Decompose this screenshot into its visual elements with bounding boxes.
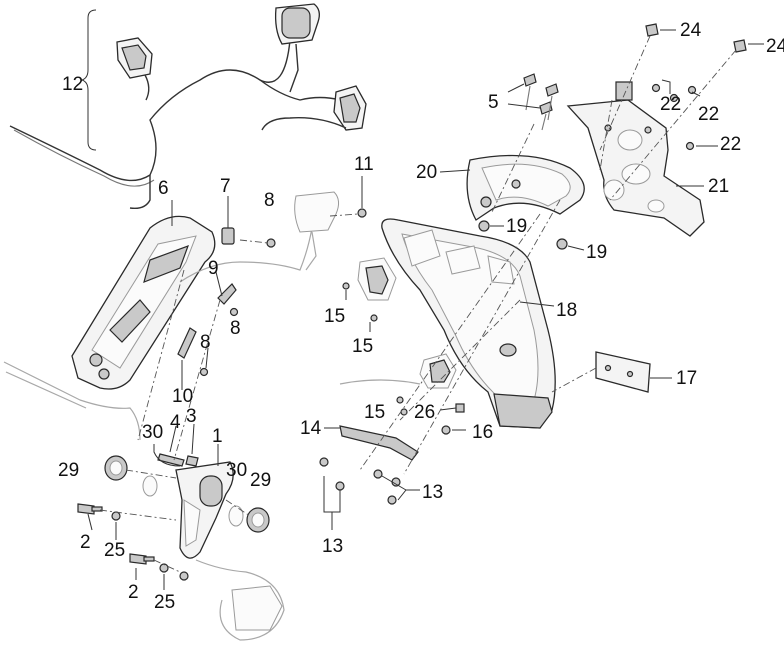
callout-21: 21: [708, 176, 729, 197]
lamp-top-12: [274, 3, 320, 93]
callout-4: 4: [170, 412, 181, 433]
callout-15-a: 15: [324, 306, 345, 327]
screw-8-bottom: [205, 347, 209, 369]
callout-9: 9: [208, 258, 219, 279]
screw-11: [329, 176, 367, 218]
mudguard-18: [381, 218, 556, 429]
callout-12: 12: [62, 74, 83, 95]
seal-rings-29-30: [104, 455, 270, 533]
callout-15-c: 15: [364, 402, 385, 423]
bracket-12: [80, 9, 97, 151]
callout-22-c: 22: [720, 134, 741, 155]
callout-25-a: 25: [104, 540, 125, 561]
callout-1: 1: [212, 426, 223, 447]
callout-30-b: 30: [226, 460, 247, 481]
cover-20: [439, 154, 585, 221]
callout-22-a: 22: [660, 94, 681, 115]
screws-22-24: [599, 23, 764, 201]
callout-19-b: 19: [586, 242, 607, 263]
clip-7: [221, 196, 235, 245]
ghost-lamp-11: [294, 191, 340, 271]
callout-29-a: 29: [58, 460, 79, 481]
side-lamp-15-lower: [339, 353, 457, 416]
wiring-harness-12: [9, 3, 367, 210]
lamp-right-12: [261, 85, 367, 131]
callout-13-b: 13: [322, 536, 343, 557]
callout-14: 14: [300, 418, 322, 439]
callout-15-b: 15: [352, 336, 373, 357]
callout-16: 16: [472, 422, 493, 443]
callout-29-b: 29: [250, 470, 271, 491]
screws-13: [319, 457, 420, 530]
callout-3: 3: [186, 406, 197, 427]
callout-13-a: 13: [422, 482, 443, 503]
reflector-14: [324, 425, 419, 461]
clip-9: [215, 271, 239, 317]
plate-holder-21: [566, 81, 705, 237]
callout-2-b: 2: [128, 582, 139, 603]
callout-2-a: 2: [80, 532, 91, 553]
bolts-2-25: [77, 503, 189, 590]
callout-5: 5: [488, 92, 499, 113]
callout-22-b: 22: [698, 104, 719, 125]
callout-24-a: 24: [680, 20, 702, 41]
callout-24-b: 24: [766, 36, 784, 57]
bolts-5: [491, 73, 559, 213]
callout-7: 7: [220, 176, 231, 197]
callout-25-b: 25: [154, 592, 175, 613]
side-lamp-15: [342, 257, 397, 332]
callout-26: 26: [414, 402, 435, 423]
nuts-19: [478, 220, 585, 251]
callout-19-a: 19: [506, 216, 527, 237]
screw-8-top: [239, 238, 276, 248]
callout-11: 11: [354, 154, 374, 175]
callout-30-a: 30: [142, 422, 163, 443]
plate-17: [551, 351, 672, 393]
callout-8-b: 8: [230, 318, 241, 339]
callout-8-c: 8: [200, 332, 211, 353]
callout-20: 20: [416, 162, 437, 183]
pins-3-4: [153, 423, 199, 467]
rear-bracket-6: [71, 200, 216, 390]
lamp-left-12: [116, 37, 153, 101]
nut-26-16: [439, 403, 466, 435]
callout-6: 6: [158, 178, 169, 199]
callout-8-a: 8: [264, 190, 275, 211]
clip-10: [177, 327, 209, 390]
callout-labels: 12 24 24 5 22 22 22 20 11 21 6 7 8 19 19…: [58, 20, 784, 613]
callout-17: 17: [676, 368, 697, 389]
callout-18: 18: [556, 300, 577, 321]
hugger-bracket-1: [175, 444, 285, 641]
callout-10: 10: [172, 386, 193, 407]
